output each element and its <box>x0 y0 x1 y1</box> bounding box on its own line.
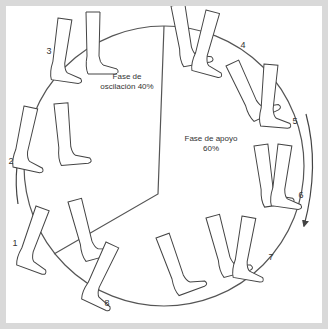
gait-cycle-illustration <box>6 6 322 323</box>
cycle-circle <box>24 26 304 306</box>
leg-pairs <box>11 6 310 312</box>
callout-number: 2 <box>4 156 18 167</box>
callout-number: 7 <box>264 252 278 263</box>
callout-number: 8 <box>100 298 114 309</box>
callout-number: 5 <box>288 116 302 127</box>
callout-number: 3 <box>42 46 56 57</box>
callout-number: 6 <box>294 190 308 201</box>
diagram-stage: 1 2 3 4 5 6 7 8 Fase de oscilación 40% Fase de ap… <box>6 6 322 323</box>
direction-arrow <box>304 114 313 226</box>
phase-label: Fase de oscilación 40% <box>98 72 156 92</box>
phase-divider <box>54 26 164 254</box>
phase-label: Fase de apoyo 60% <box>182 134 240 154</box>
callout-number: 4 <box>236 40 250 51</box>
callout-number: 1 <box>8 238 22 249</box>
